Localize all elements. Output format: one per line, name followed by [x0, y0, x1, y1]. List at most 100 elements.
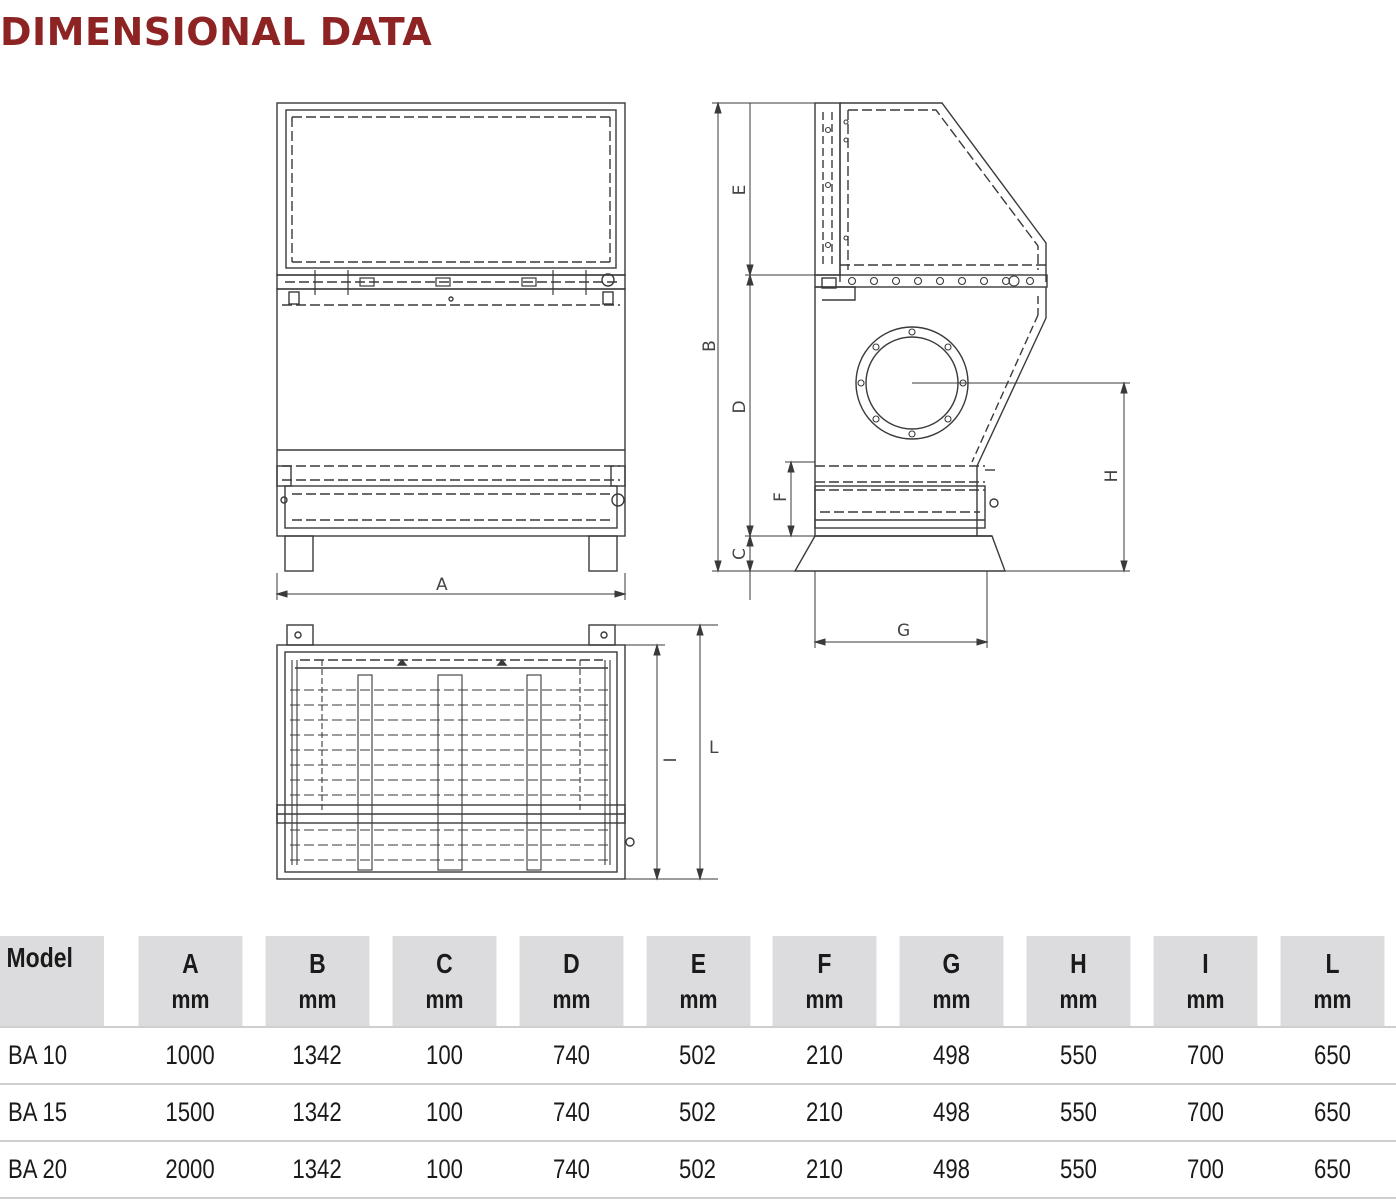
- top-view: [276, 623, 718, 881]
- cell-text: 498: [933, 1097, 971, 1127]
- dimension-labels: A B E D C F H G I L: [436, 185, 1122, 763]
- dimensional-drawing: A B E D C F H G I L: [275, 101, 1130, 881]
- value-cell: 498: [888, 1141, 1016, 1199]
- value-cell: 100: [380, 1026, 508, 1085]
- side-view: [712, 101, 1130, 648]
- column-header-unit: mm: [1313, 983, 1352, 1014]
- column-header-model: Model: [0, 936, 105, 1027]
- value-cell: 100: [380, 1141, 508, 1199]
- value-cell: 740: [507, 1026, 635, 1085]
- cell-text: BA 15: [8, 1097, 68, 1127]
- model-cell: BA 10: [0, 1026, 127, 1085]
- dim-label-a: A: [436, 575, 448, 595]
- column-header-label: Model: [6, 942, 73, 973]
- cell-text: 210: [806, 1154, 844, 1184]
- column-header-label: D: [562, 947, 580, 979]
- column-header-unit: mm: [1186, 983, 1225, 1014]
- cell-text: 498: [933, 1040, 971, 1070]
- cell-text: 502: [679, 1097, 717, 1127]
- cell-text: 1342: [292, 1097, 342, 1127]
- column-header-label: L: [1325, 947, 1340, 979]
- cell-text: 740: [552, 1154, 590, 1184]
- cell-text: 210: [806, 1097, 844, 1127]
- column-header-label: A: [182, 947, 199, 979]
- cell-text: 1342: [292, 1154, 342, 1184]
- cell-text: 498: [933, 1154, 971, 1184]
- value-cell: 210: [761, 1084, 889, 1142]
- column-header-unit: mm: [932, 983, 971, 1014]
- value-cell: 502: [634, 1084, 762, 1142]
- dim-label-i: I: [661, 757, 681, 762]
- column-header-label: H: [1070, 947, 1087, 979]
- value-cell: 502: [634, 1026, 762, 1085]
- column-header-unit: mm: [679, 983, 717, 1014]
- cell-text: BA 20: [8, 1154, 68, 1184]
- value-cell: 1000: [126, 1026, 254, 1085]
- cell-text: 1000: [165, 1040, 215, 1070]
- table-row: BA 20 2000 1342 100 740 502 210 498 550 700 650: [0, 1141, 1396, 1199]
- cell-text: 100: [425, 1040, 463, 1070]
- value-cell: 700: [1142, 1084, 1270, 1142]
- cell-text: 550: [1060, 1097, 1098, 1127]
- page-title: DIMENSIONAL DATA: [0, 10, 433, 54]
- dim-label-d: D: [730, 400, 750, 413]
- value-cell: 502: [634, 1141, 762, 1199]
- cell-text: 1500: [165, 1097, 215, 1127]
- column-header-unit: mm: [805, 983, 844, 1014]
- cell-text: 700: [1187, 1154, 1225, 1184]
- value-cell: 1500: [126, 1084, 254, 1142]
- column-header-label: B: [308, 947, 326, 979]
- cell-text: 740: [552, 1097, 590, 1127]
- cell-text: 210: [806, 1040, 844, 1070]
- value-cell: 2000: [126, 1141, 254, 1199]
- dim-label-c: C: [730, 548, 750, 560]
- value-cell: 700: [1142, 1141, 1270, 1199]
- value-cell: 650: [1269, 1084, 1396, 1142]
- front-view: [275, 102, 627, 600]
- dim-label-b: B: [700, 340, 720, 352]
- column-header-unit: mm: [171, 983, 210, 1014]
- value-cell: 498: [888, 1026, 1016, 1085]
- cell-text: 700: [1187, 1097, 1225, 1127]
- value-cell: 740: [507, 1084, 635, 1142]
- cell-text: 650: [1314, 1040, 1352, 1070]
- cell-text: 100: [425, 1154, 463, 1184]
- model-cell: BA 15: [0, 1084, 127, 1142]
- dim-label-e: E: [730, 185, 750, 196]
- value-cell: 740: [507, 1141, 635, 1199]
- cell-text: BA 10: [8, 1040, 68, 1070]
- value-cell: 498: [888, 1084, 1016, 1142]
- cell-text: 550: [1060, 1154, 1098, 1184]
- column-header-unit: mm: [425, 983, 464, 1014]
- cell-text: 650: [1314, 1154, 1352, 1184]
- cell-text: 2000: [165, 1154, 215, 1184]
- cell-text: 502: [679, 1154, 717, 1184]
- value-cell: 550: [1015, 1084, 1143, 1142]
- column-header-label: I: [1202, 947, 1209, 979]
- dim-label-l: L: [709, 738, 719, 758]
- cell-text: 700: [1187, 1040, 1225, 1070]
- column-header-unit: mm: [298, 983, 337, 1014]
- cell-text: 740: [552, 1040, 590, 1070]
- value-cell: 210: [761, 1026, 889, 1085]
- dim-label-f: F: [771, 492, 791, 502]
- column-header-unit: mm: [552, 983, 591, 1014]
- column-header-label: E: [690, 947, 706, 979]
- dim-label-g: G: [897, 621, 910, 641]
- value-cell: 1342: [253, 1141, 381, 1199]
- value-cell: 550: [1015, 1141, 1143, 1199]
- column-header-label: C: [435, 947, 453, 979]
